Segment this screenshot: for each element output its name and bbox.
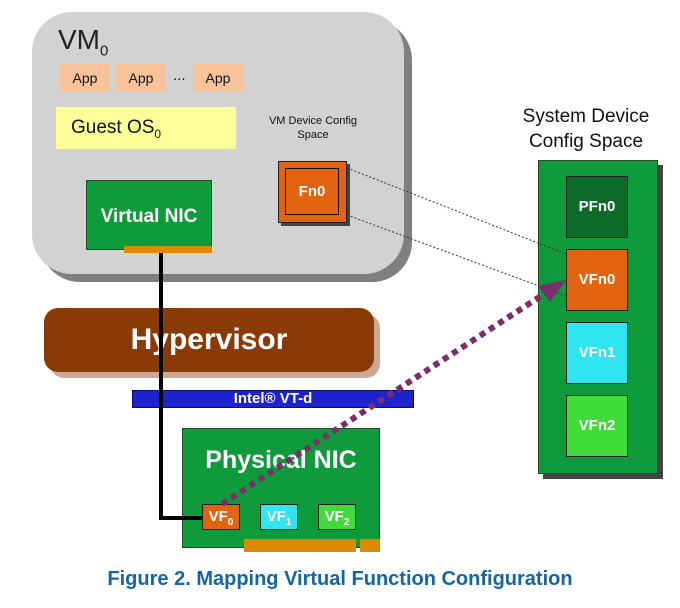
virtual-nic-card: Virtual NIC <box>86 180 212 250</box>
fn0-to-vfn0-dotted-line-top <box>346 167 567 255</box>
physical-nic-connector <box>244 539 356 552</box>
physical-nic-connector-tab <box>360 539 380 552</box>
vt-d-bar: Intel® VT-d <box>132 390 414 408</box>
vm-device-config-label: VM Device Config Space <box>268 115 358 141</box>
vfn2-block: VFn2 <box>566 395 628 457</box>
guest-os-box: Guest OS0 <box>56 107 236 149</box>
vfn1-block: VFn1 <box>566 322 628 384</box>
vm-fn0-block: Fn0 <box>285 168 339 215</box>
vfn0-block: VFn0 <box>566 249 628 311</box>
vm-title: VM0 <box>58 24 109 60</box>
vm-config-space-block <box>278 161 347 223</box>
app-box: App <box>60 64 110 92</box>
virtual-nic-connector <box>124 246 212 253</box>
vf2-block: VF2 <box>318 504 356 530</box>
app-box: App <box>116 64 166 92</box>
hypervisor-bar: Hypervisor <box>44 308 374 372</box>
mapping-arrowhead <box>538 280 566 302</box>
figure-caption: Figure 2. Mapping Virtual Function Confi… <box>107 568 573 590</box>
vf0-to-vfn0-mapping-arrow <box>220 291 546 507</box>
pfn0-block: PFn0 <box>566 176 628 238</box>
vf0-block: VF0 <box>202 504 240 530</box>
app-ellipsis: ... <box>173 67 186 84</box>
vnic-to-vf0-link <box>159 253 202 520</box>
app-box: App <box>193 64 243 92</box>
vf1-block: VF1 <box>260 504 298 530</box>
fn0-to-vfn0-dotted-line-bottom <box>346 214 567 297</box>
physical-nic-label: Physical NIC <box>205 446 357 474</box>
